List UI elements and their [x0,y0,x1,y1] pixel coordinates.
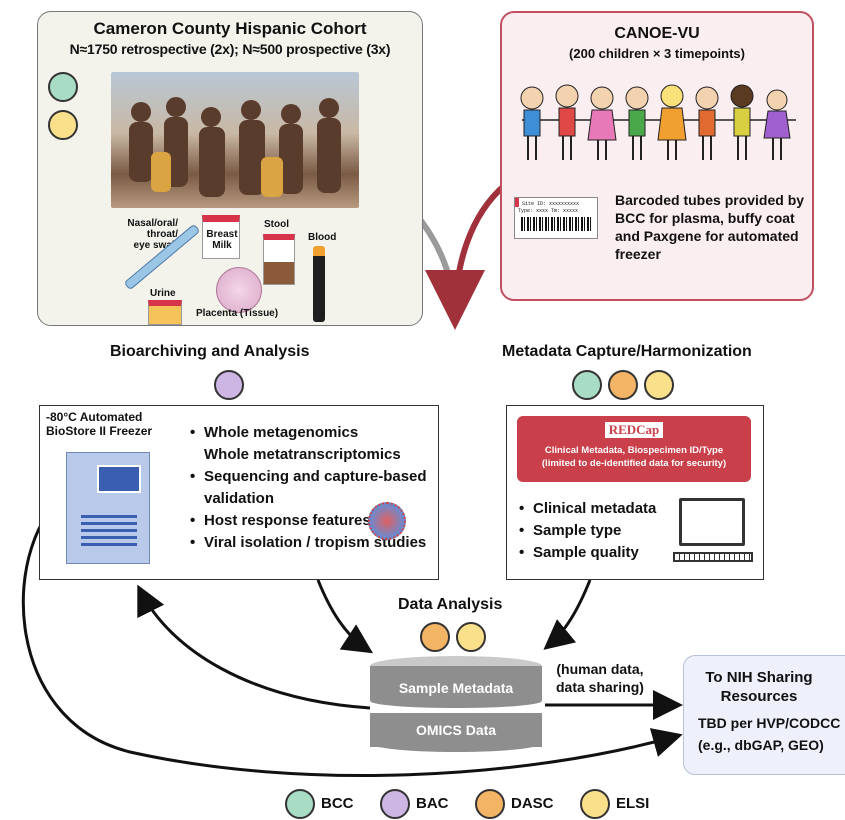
barcode-label-line1: Site ID: xxxxxxxxxx [515,198,597,207]
barcode-icon [521,217,591,231]
elsi-badge [48,110,78,140]
cohort-title: Cameron County Hispanic Cohort [93,19,367,38]
placenta-icon [216,267,262,313]
freezer-label: -80°C Automated BioStore II Freezer [46,410,153,438]
virus-icon [368,502,406,540]
legend-elsi-swatch [580,789,610,819]
list-item: Viral isolation / tropism studies [190,532,435,554]
data-analysis-heading: Data Analysis [398,596,503,613]
db-top-label: Sample Metadata [398,680,514,696]
bioarchiving-heading: Bioarchiving and Analysis [110,343,310,360]
freezer-to-nih-arrow [21,488,683,778]
cohort-panel: Cameron County Hispanic Cohort N≈1750 re… [37,11,423,326]
canoe-panel: CANOE-VU (200 children × 3 timepoints) [500,11,814,301]
keyboard-icon [673,552,753,562]
freezer-vents [81,515,137,547]
placenta-label: Placenta (Tissue) [196,308,279,319]
bioarchiving-list: Whole metagenomics Whole metatranscripto… [190,422,435,554]
legend-bcc-swatch [285,789,315,819]
bioarchive-to-db-arrow [316,579,374,654]
legend-elsi-label: ELSI [616,795,650,812]
bcc-badge [572,370,602,400]
freezer-icon [66,452,150,564]
barcode-label-line2: Type: xxxx Tm: xxxxx [518,208,579,214]
list-item: Host response features [190,510,435,532]
db-bottom-label: OMICS Data [415,722,497,738]
legend-bac-label: BAC [416,795,449,812]
canoe-to-biobank-arrow [425,182,507,330]
db-bottom-cap [370,734,542,752]
legend: BCC BAC DASC ELSI [285,789,705,819]
canoe-tubes-text: Barcoded tubes provided by BCC for plasm… [615,192,805,262]
database-icon: Sample Metadata OMICS Data [370,656,542,752]
list-item: Sample type [519,520,679,542]
blood-icon [313,246,325,322]
nih-panel: To NIH Sharing Resources TBD per HVP/COD… [683,655,845,775]
legend-bcc-label: BCC [321,795,354,812]
elsi-badge [456,622,486,652]
redcap-text: Clinical Metadata, Biospecimen ID/Type (… [541,445,727,469]
nih-body: TBD per HVP/CODCC (e.g., dbGAP, GEO) [698,715,841,753]
stool-icon [263,234,295,285]
list-item: Sequencing and capture-based validation [190,466,435,510]
nih-title: To NIH Sharing Resources [705,669,813,705]
legend-bac-swatch [380,789,410,819]
dasc-badge [420,622,450,652]
canoe-title: CANOE-VU [614,25,700,42]
cohort-subtitle: N≈1750 retrospective (2x); N≈500 prospec… [69,41,391,57]
blood-label: Blood [308,232,337,243]
list-item: Whole metagenomics [190,422,435,444]
list-item: Clinical metadata [519,498,679,520]
family-photo [111,72,359,208]
barcode-label: Site ID: xxxxxxxxxx Type: xxxx Tm: xxxxx [514,197,598,239]
computer-icon [679,498,745,546]
db-mid-cap [370,692,542,710]
legend-dasc-swatch [475,789,505,819]
db-to-bioarchive-arrow [137,584,371,710]
stool-label: Stool [264,219,289,230]
swab-label: Nasal/oral/ throat/ eye swab [127,218,178,251]
bioarchiving-panel: -80°C Automated BioStore II Freezer Whol… [39,405,439,580]
canoe-subtitle: (200 children × 3 timepoints) [569,46,745,61]
legend-dasc-label: DASC [511,795,554,812]
metadata-to-db-arrow [543,579,592,650]
bac-badge [214,370,244,400]
metadata-heading: Metadata Capture/Harmonization [502,343,752,360]
elsi-badge [644,370,674,400]
redcap-logo: REDCap [605,422,663,438]
freezer-screen [97,465,141,493]
bcc-badge [48,72,78,102]
metadata-list: Clinical metadata Sample type Sample qua… [519,498,679,564]
urine-icon [148,300,182,325]
redcap-banner: REDCap Clinical Metadata, Biospecimen ID… [517,416,751,482]
urine-label: Urine [150,288,176,299]
children-drawing [520,84,796,160]
family-figures [129,97,341,197]
dasc-badge [608,370,638,400]
list-item: Sample quality [519,542,679,564]
sharing-arrow-label: (human data, data sharing) [556,661,644,695]
milk-label: Breast Milk [206,229,238,251]
metadata-panel: REDCap Clinical Metadata, Biospecimen ID… [506,405,764,580]
milk-icon [202,215,240,259]
list-item: Whole metatranscriptomics [204,446,401,463]
